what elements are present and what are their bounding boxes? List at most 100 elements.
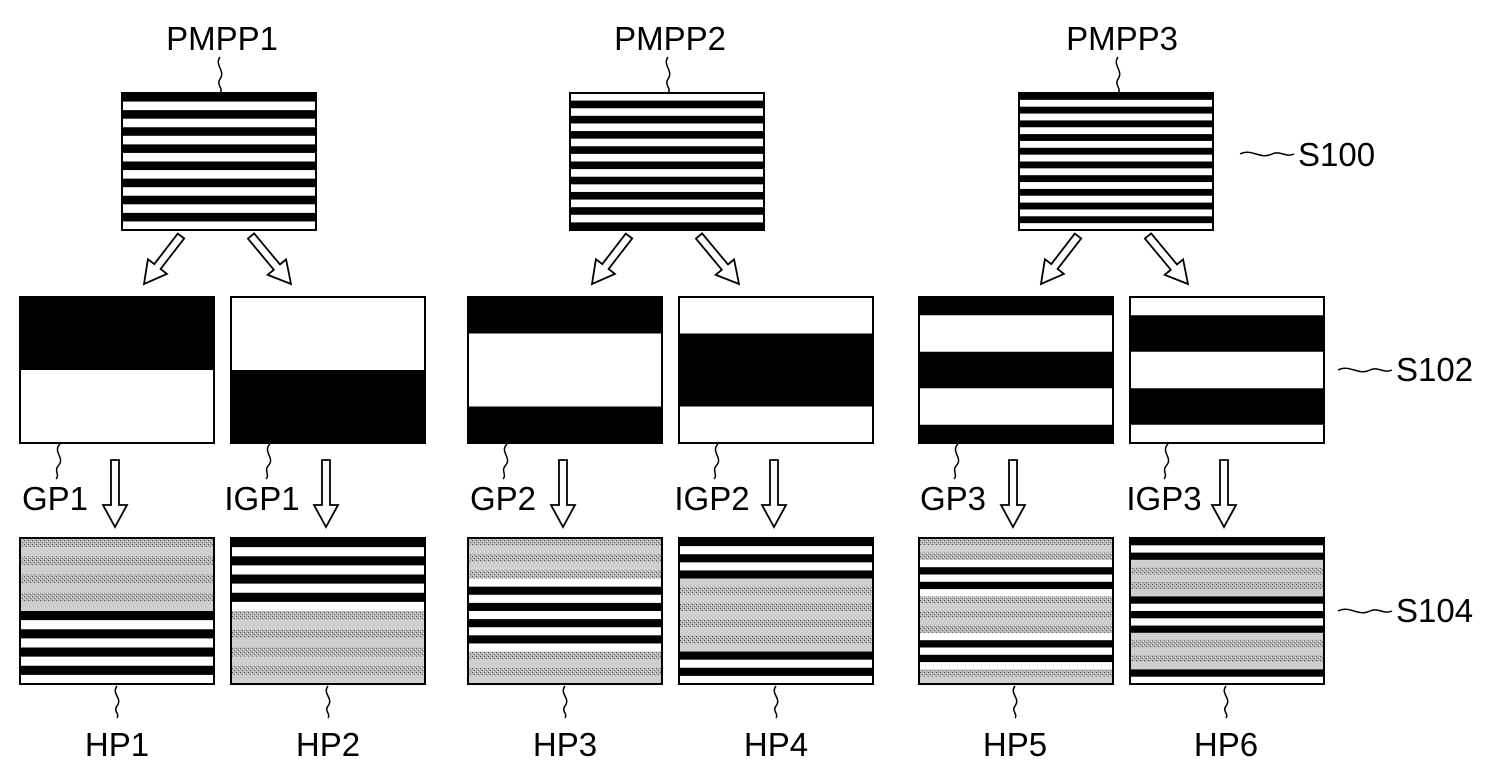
- result-stripe: [919, 618, 1113, 625]
- gray-code-band: [919, 425, 1113, 443]
- pmpp1-label: PMPP1: [166, 20, 278, 57]
- result-stripe: [20, 538, 214, 547]
- gray-code-band: [919, 352, 1113, 389]
- gray-code-band: [1130, 388, 1324, 425]
- result-stripe: [468, 635, 662, 643]
- s102-label: S102: [1396, 351, 1473, 388]
- gray-code-band: [468, 297, 662, 334]
- result-stripe: [1130, 611, 1324, 618]
- result-stripe: [1130, 553, 1324, 560]
- down-arrow: [762, 460, 786, 527]
- result-stripe: [679, 554, 873, 562]
- gp3-label: GP3: [920, 480, 986, 517]
- result-stripe: [468, 619, 662, 627]
- result-stripe: [20, 575, 214, 584]
- result-stripe: [679, 595, 873, 603]
- result-stripe: [468, 587, 662, 595]
- result-stripe: [231, 538, 425, 547]
- hp6-label: HP6: [1194, 726, 1258, 763]
- result-stripe: [231, 657, 425, 666]
- result-stripe: [679, 579, 873, 587]
- result-stripe: [679, 587, 873, 595]
- stripe: [1019, 203, 1213, 210]
- result-stripe: [20, 547, 214, 556]
- right-split-arrow: [1145, 233, 1188, 284]
- result-stripe: [1130, 640, 1324, 647]
- stripe: [122, 93, 316, 102]
- gray-code-patterns: [20, 297, 1324, 443]
- result-stripe: [20, 565, 214, 574]
- stripe: [570, 162, 764, 170]
- hp1-label: HP1: [85, 726, 149, 763]
- down-arrow: [1212, 460, 1236, 527]
- igp2-label: IGP2: [674, 480, 749, 517]
- result-stripe: [468, 676, 662, 684]
- down-arrow: [103, 460, 127, 527]
- result-stripe: [919, 582, 1113, 589]
- result-stripe: [679, 538, 873, 546]
- result-stripe: [1130, 560, 1324, 567]
- result-stripe: [468, 660, 662, 668]
- stripe: [570, 146, 764, 154]
- stripe: [570, 222, 764, 230]
- result-stripe: [1130, 655, 1324, 662]
- hp4-label: HP4: [744, 726, 808, 763]
- result-stripe: [20, 611, 214, 620]
- hp5-label: HP5: [983, 726, 1047, 763]
- result-stripe: [1130, 567, 1324, 574]
- gp2-label: GP2: [470, 480, 536, 517]
- result-stripe: [231, 648, 425, 657]
- hp3-leader: [563, 686, 566, 718]
- result-stripe: [1130, 596, 1324, 603]
- result-stripe: [919, 626, 1113, 633]
- result-stripe: [468, 668, 662, 676]
- result-stripe: [1130, 582, 1324, 589]
- result-stripe: [679, 627, 873, 635]
- result-stripe: [1130, 648, 1324, 655]
- stripe: [1019, 120, 1213, 127]
- gp3-leader: [954, 444, 959, 479]
- stripe: [1019, 216, 1213, 223]
- stripe: [1019, 134, 1213, 141]
- result-stripe: [20, 602, 214, 611]
- stripe: [122, 127, 316, 136]
- result-stripe: [231, 556, 425, 565]
- pmpp3-pattern: [1019, 93, 1213, 230]
- s100-label: S100: [1298, 136, 1375, 173]
- result-stripe: [1130, 669, 1324, 676]
- result-stripe: [919, 545, 1113, 552]
- pmpp1-leader: [218, 57, 221, 93]
- result-stripe: [468, 570, 662, 578]
- result-stripe: [679, 570, 873, 578]
- gp1-label: GP1: [22, 480, 88, 517]
- pmpp3-label: PMPP3: [1066, 20, 1178, 57]
- stripe: [122, 179, 316, 188]
- pmpp2-label: PMPP2: [614, 20, 726, 57]
- s100-leader: [1240, 152, 1294, 155]
- result-stripe: [1130, 633, 1324, 640]
- right-split-arrow: [696, 233, 739, 284]
- stripe: [1019, 175, 1213, 182]
- result-stripe: [20, 666, 214, 675]
- pmpp1-pattern: [122, 93, 316, 230]
- pmpp2-leader: [666, 57, 669, 93]
- result-stripe: [919, 596, 1113, 603]
- igp3-label: IGP3: [1126, 480, 1201, 517]
- result-stripe: [919, 553, 1113, 560]
- result-stripe: [1130, 575, 1324, 582]
- result-stripe: [919, 611, 1113, 618]
- pmpp2-pattern: [570, 93, 764, 230]
- result-stripe: [20, 648, 214, 657]
- result-stripe: [1130, 589, 1324, 596]
- result-stripe: [679, 668, 873, 676]
- left-split-arrow: [144, 234, 184, 284]
- result-stripe: [231, 575, 425, 584]
- hp3-label: HP3: [533, 726, 597, 763]
- gray-code-band: [679, 334, 873, 407]
- stripe: [570, 131, 764, 139]
- stripe: [570, 116, 764, 124]
- gp1-leader: [56, 444, 61, 479]
- gray-code-band: [919, 297, 1113, 315]
- result-stripe: [231, 638, 425, 647]
